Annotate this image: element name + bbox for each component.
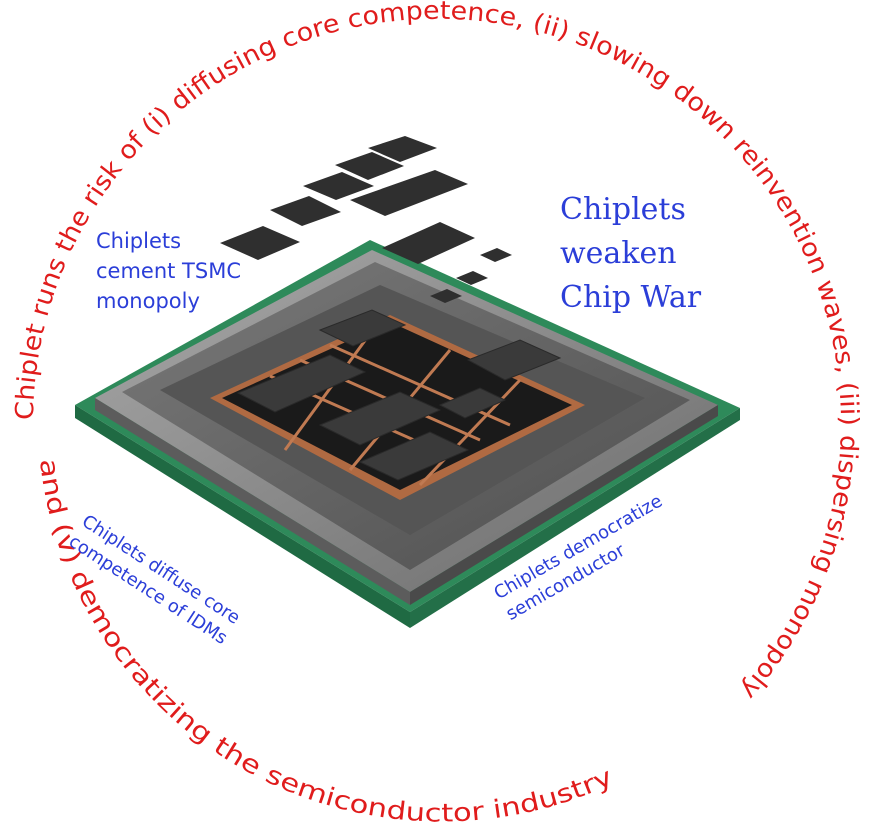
label-line: monopoly bbox=[96, 289, 200, 313]
floating-chiplets bbox=[220, 136, 512, 303]
mounted-dies bbox=[236, 309, 562, 481]
pcb-edge bbox=[75, 405, 410, 628]
label-line: weaken bbox=[560, 236, 677, 271]
label-weaken-chip-war: Chiplets weaken Chip War bbox=[560, 188, 701, 320]
pcb-edge-right bbox=[410, 408, 740, 628]
label-line: cement TSMC bbox=[96, 259, 242, 283]
label-line: Chip War bbox=[560, 280, 702, 315]
substrate-edge bbox=[95, 398, 410, 605]
label-line: Chiplets bbox=[560, 192, 686, 227]
substrate-edge-right bbox=[410, 405, 718, 605]
label-line: Chiplets bbox=[96, 229, 182, 253]
label-cement-tsmc: Chiplets cement TSMC monopoly bbox=[96, 226, 241, 316]
